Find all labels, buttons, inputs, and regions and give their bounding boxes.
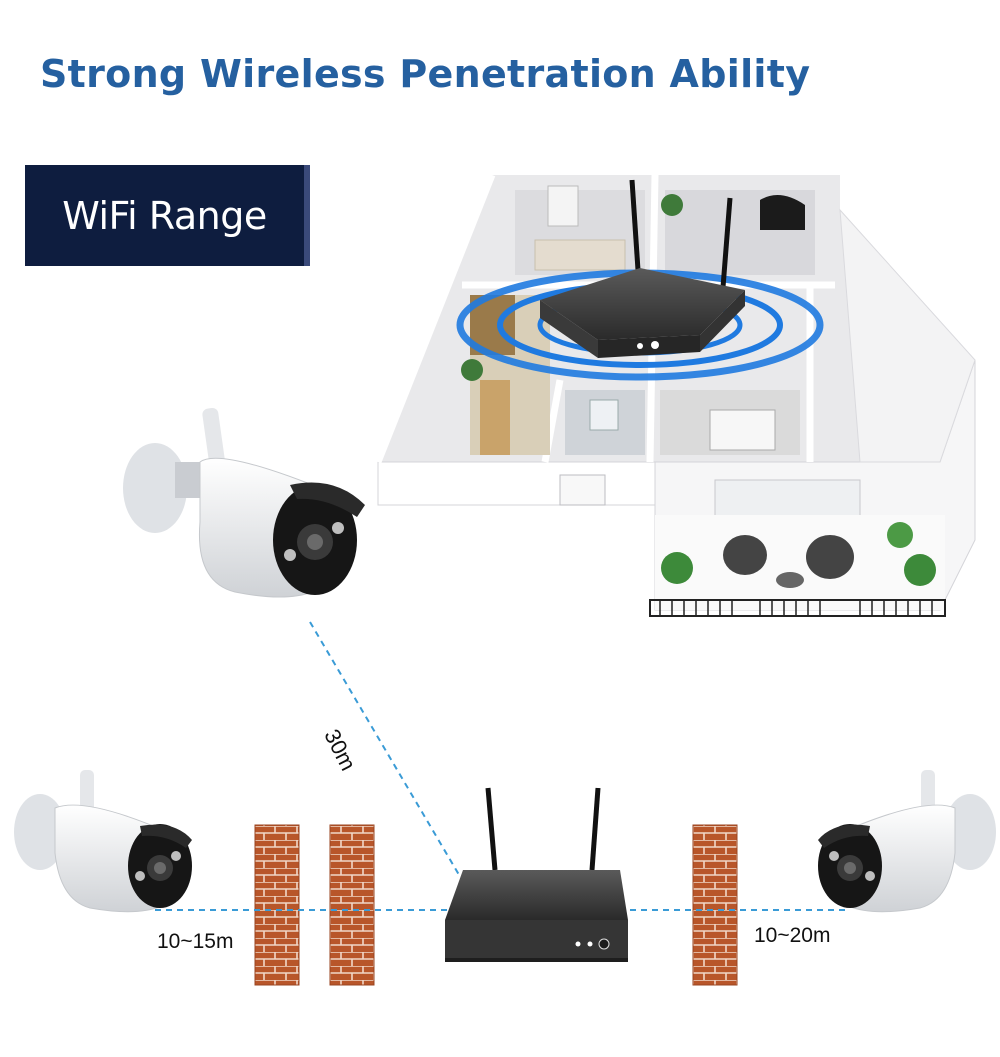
nvr-recorder-icon: [445, 787, 628, 962]
distance-label-right: 10~20m: [754, 924, 831, 947]
page-title: Strong Wireless Penetration Ability: [40, 52, 811, 96]
bullet-camera-icon: [123, 407, 365, 598]
bullet-camera-icon: [818, 770, 996, 913]
house-floorplan-illustration: [374, 173, 976, 617]
bullet-camera-icon: [14, 770, 192, 913]
nvr-recorder-icon: [540, 179, 745, 358]
wifi-range-badge: WiFi Range: [25, 165, 310, 266]
distance-label-left: 10~15m: [157, 930, 234, 953]
distance-lines: [155, 621, 850, 911]
wifi-range-label: WiFi Range: [62, 193, 267, 238]
brick-wall-icon: [254, 824, 738, 986]
